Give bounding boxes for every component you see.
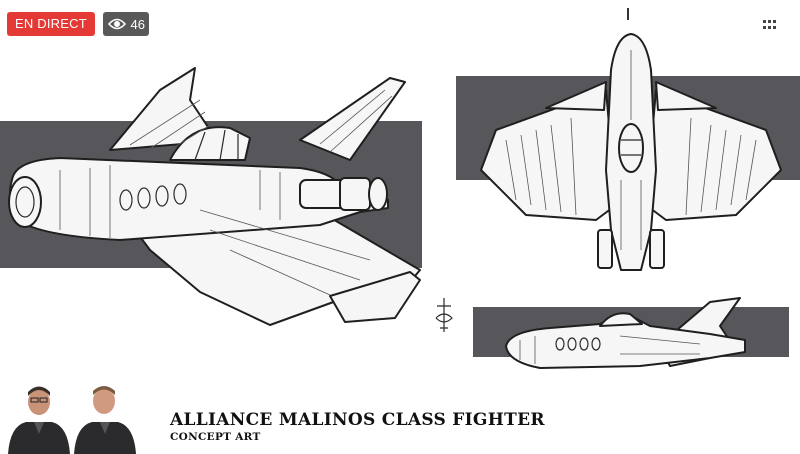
host-person-left bbox=[8, 386, 70, 454]
host-person-right bbox=[74, 386, 136, 454]
fighter-perspective-drawing bbox=[8, 67, 421, 326]
viewer-count: 46 bbox=[130, 16, 145, 32]
crop-mark bbox=[627, 8, 629, 20]
live-badge: EN DIRECT bbox=[7, 12, 95, 36]
more-options-icon[interactable] bbox=[763, 20, 777, 30]
eye-icon bbox=[108, 18, 126, 30]
fighter-side-view-drawing bbox=[505, 297, 746, 369]
artwork-subtitle: CONCEPT ART bbox=[170, 431, 261, 443]
viewer-count-badge: 46 bbox=[103, 12, 149, 36]
fighter-top-view-drawing bbox=[480, 33, 782, 271]
host-webcam bbox=[0, 378, 150, 454]
artist-signature bbox=[435, 298, 453, 332]
artwork-title: ALLIANCE MALINOS CLASS FIGHTER bbox=[170, 410, 545, 430]
